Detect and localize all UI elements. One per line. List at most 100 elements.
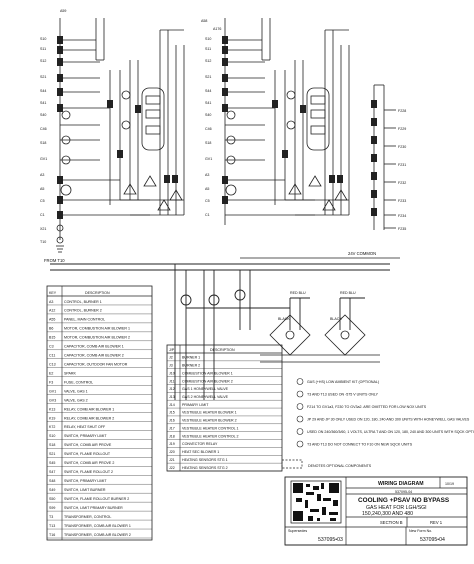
note-marker bbox=[296, 403, 304, 410]
sensor-column-components bbox=[371, 100, 377, 216]
key-row-desc: SWITCH, LIMIT BURNER bbox=[64, 488, 106, 492]
left-label-1: S11 bbox=[40, 47, 46, 51]
key-row-desc: SWITCH, FLAME ROLLOUT bbox=[64, 452, 111, 456]
mid-label-1: S11 bbox=[205, 47, 211, 51]
right-label-3: F231 bbox=[398, 163, 406, 167]
note-marker bbox=[296, 428, 304, 435]
mid-label-6: S40 bbox=[205, 113, 211, 117]
sensor-bridge bbox=[260, 314, 380, 363]
key-row-code: S47 bbox=[49, 470, 55, 474]
note-item: T3 AND T13 USED ON -575 V UNITS ONLY bbox=[307, 393, 379, 397]
key-desc-header: DESCRIPTION bbox=[85, 291, 110, 295]
note-marker bbox=[296, 390, 304, 398]
key-row-desc: TRANSFORMER, COMB AIR BLOWER 2 bbox=[64, 533, 131, 537]
title-doc-no: 537095-04 bbox=[395, 490, 412, 494]
jp-row-desc: VESTIBULE HEATER CONTROL 2 bbox=[182, 434, 239, 438]
mid-label-2: S12 bbox=[205, 59, 211, 63]
note-item: T3 AND T13 DO NOT CONNECT TO F10 ON NEW … bbox=[307, 443, 413, 447]
key-row-desc: CAPACITOR, COMB AIR BLOWER 1 bbox=[64, 345, 124, 349]
left-label-2: S12 bbox=[40, 59, 46, 63]
key-row-code: C3 bbox=[49, 345, 54, 349]
jp-row-desc: VESTIBULE HEATER BLOWER 2 bbox=[182, 419, 237, 423]
jp-row-code: J10 bbox=[169, 371, 175, 375]
jp-row-code: J18 bbox=[169, 434, 175, 438]
key-row-desc: TRANSFORMER, COMB AIR BLOWER 1 bbox=[64, 524, 131, 528]
key-row-code: GV3 bbox=[49, 398, 56, 402]
mid-label-12: C5 bbox=[205, 199, 210, 203]
left-label-0: S10 bbox=[40, 37, 46, 41]
mid-label-0: S10 bbox=[205, 37, 211, 41]
left-label-14: X21 bbox=[40, 227, 46, 231]
jp-row-desc: VESTIBULE HEATER BLOWER 1 bbox=[182, 411, 237, 415]
optional-note: DENOTES OPTIONAL COMPONENTS bbox=[308, 464, 372, 468]
key-header: KEY bbox=[49, 291, 57, 295]
jp-row-desc: GAS 1 HONEYWELL VALVE bbox=[182, 387, 229, 391]
left-label-12: C5 bbox=[40, 199, 45, 203]
mid-label-11: A5 bbox=[205, 187, 209, 191]
key-row-code: K72 bbox=[49, 425, 55, 429]
left-label-9: GV1 bbox=[40, 157, 47, 161]
jp-row-code: J13 bbox=[169, 395, 175, 399]
jp-row-desc: HEATING SENSORS STG 1 bbox=[182, 458, 228, 462]
key-row-code: A12 bbox=[49, 309, 55, 313]
note-marker bbox=[296, 415, 304, 423]
ladder-burner-1-labels: S10 S11 S12 S21 S44 S41 S40 C46 S18 GV1 … bbox=[40, 37, 47, 244]
ladder-burner-1-ground-symbols bbox=[123, 175, 183, 211]
sensor-label-0: RED BLU bbox=[290, 291, 306, 295]
jp-row-desc: GAS 2 HONEYWELL VALVE bbox=[182, 395, 229, 399]
jp-row-code: J19 bbox=[169, 442, 175, 446]
jp-row-desc: HEAT SEC BLOWER 1 bbox=[182, 450, 219, 454]
note-item: USED ON 240/360/3/60, 1 VOLTS, ULTRA T A… bbox=[307, 430, 474, 434]
mid-label-9: GV1 bbox=[205, 157, 212, 161]
key-row-desc: RELAY, COMB AIR BLOWER 1 bbox=[64, 407, 114, 411]
jp-row-desc: HEATING SENSORS STG 2 bbox=[182, 466, 228, 470]
title-block: WIRING DIAGRAM 10/19 537095-04 COOLING +… bbox=[284, 476, 468, 546]
sensor-label-1: RED BLU bbox=[340, 291, 356, 295]
key-row-code: T16 bbox=[49, 533, 55, 537]
form-value: 537095•04 bbox=[420, 537, 445, 543]
key-row-desc: SWITCH, COMB AIR PROVE 2 bbox=[64, 461, 114, 465]
to-24v-common: 24V COMMON bbox=[348, 251, 376, 256]
key-row-code: K19 bbox=[49, 416, 55, 420]
note-item: GAS (+HS) LOW AMBIENT KIT (OPTIONAL) bbox=[307, 380, 379, 384]
title-line-3: 150,240,300 AND 480 bbox=[362, 511, 413, 517]
right-label-5: F233 bbox=[398, 199, 406, 203]
key-row-desc: SWITCH, LIMIT PRIMARY BURNER bbox=[64, 506, 123, 510]
left-label-3: S21 bbox=[40, 75, 46, 79]
ladder-burner-2-components bbox=[222, 36, 343, 204]
key-row-code: B6 bbox=[49, 327, 53, 331]
jp-desc-header: DESCRIPTION bbox=[210, 348, 235, 352]
key-row-desc: CAPACITOR, OUTDOOR FAN MOTOR bbox=[64, 363, 128, 367]
mid-label-3: S21 bbox=[205, 75, 211, 79]
mid-id-0: A58 bbox=[201, 19, 207, 23]
key-row-code: T3 bbox=[49, 515, 53, 519]
key-row-code: K13 bbox=[49, 407, 55, 411]
sensor-label-2: BLACK bbox=[278, 317, 290, 321]
right-label-2: F230 bbox=[398, 145, 406, 149]
key-row-desc: FUSE, CONTROL bbox=[64, 380, 93, 384]
from-terminal: FROM T10 bbox=[44, 258, 65, 263]
supersedes-value: 537095•03 bbox=[318, 537, 343, 543]
left-label-6: S40 bbox=[40, 113, 46, 117]
title-heading: WIRING DIAGRAM bbox=[378, 481, 424, 487]
title-line-2: GAS HEAT FOR LGH/SGI bbox=[366, 505, 427, 511]
mid-label-13: C1 bbox=[205, 213, 210, 217]
form-label: New Form No. bbox=[409, 529, 432, 533]
left-label-5: S41 bbox=[40, 101, 46, 105]
mid-id-2: A59 bbox=[60, 9, 66, 13]
jp-row-code: J3 bbox=[169, 364, 173, 368]
jp-row-desc: PRIMARY LIMIT bbox=[182, 403, 209, 407]
key-row-code: E2 bbox=[49, 371, 53, 375]
jp-header: J/P bbox=[169, 348, 175, 352]
supersedes-label: Supersedes bbox=[288, 529, 307, 533]
left-label-8: S18 bbox=[40, 141, 46, 145]
mid-label-7: C46 bbox=[205, 127, 212, 131]
note-marker bbox=[296, 378, 304, 385]
key-row-code: C11 bbox=[49, 354, 55, 358]
jp-row-desc: BURNER 1 bbox=[182, 356, 200, 360]
right-label-0: F228 bbox=[398, 109, 406, 113]
key-row-desc: SWITCH, FLAME ROLLOUT 2 bbox=[64, 470, 113, 474]
mid-label-4: S44 bbox=[205, 89, 211, 93]
key-row-code: S99 bbox=[49, 506, 55, 510]
